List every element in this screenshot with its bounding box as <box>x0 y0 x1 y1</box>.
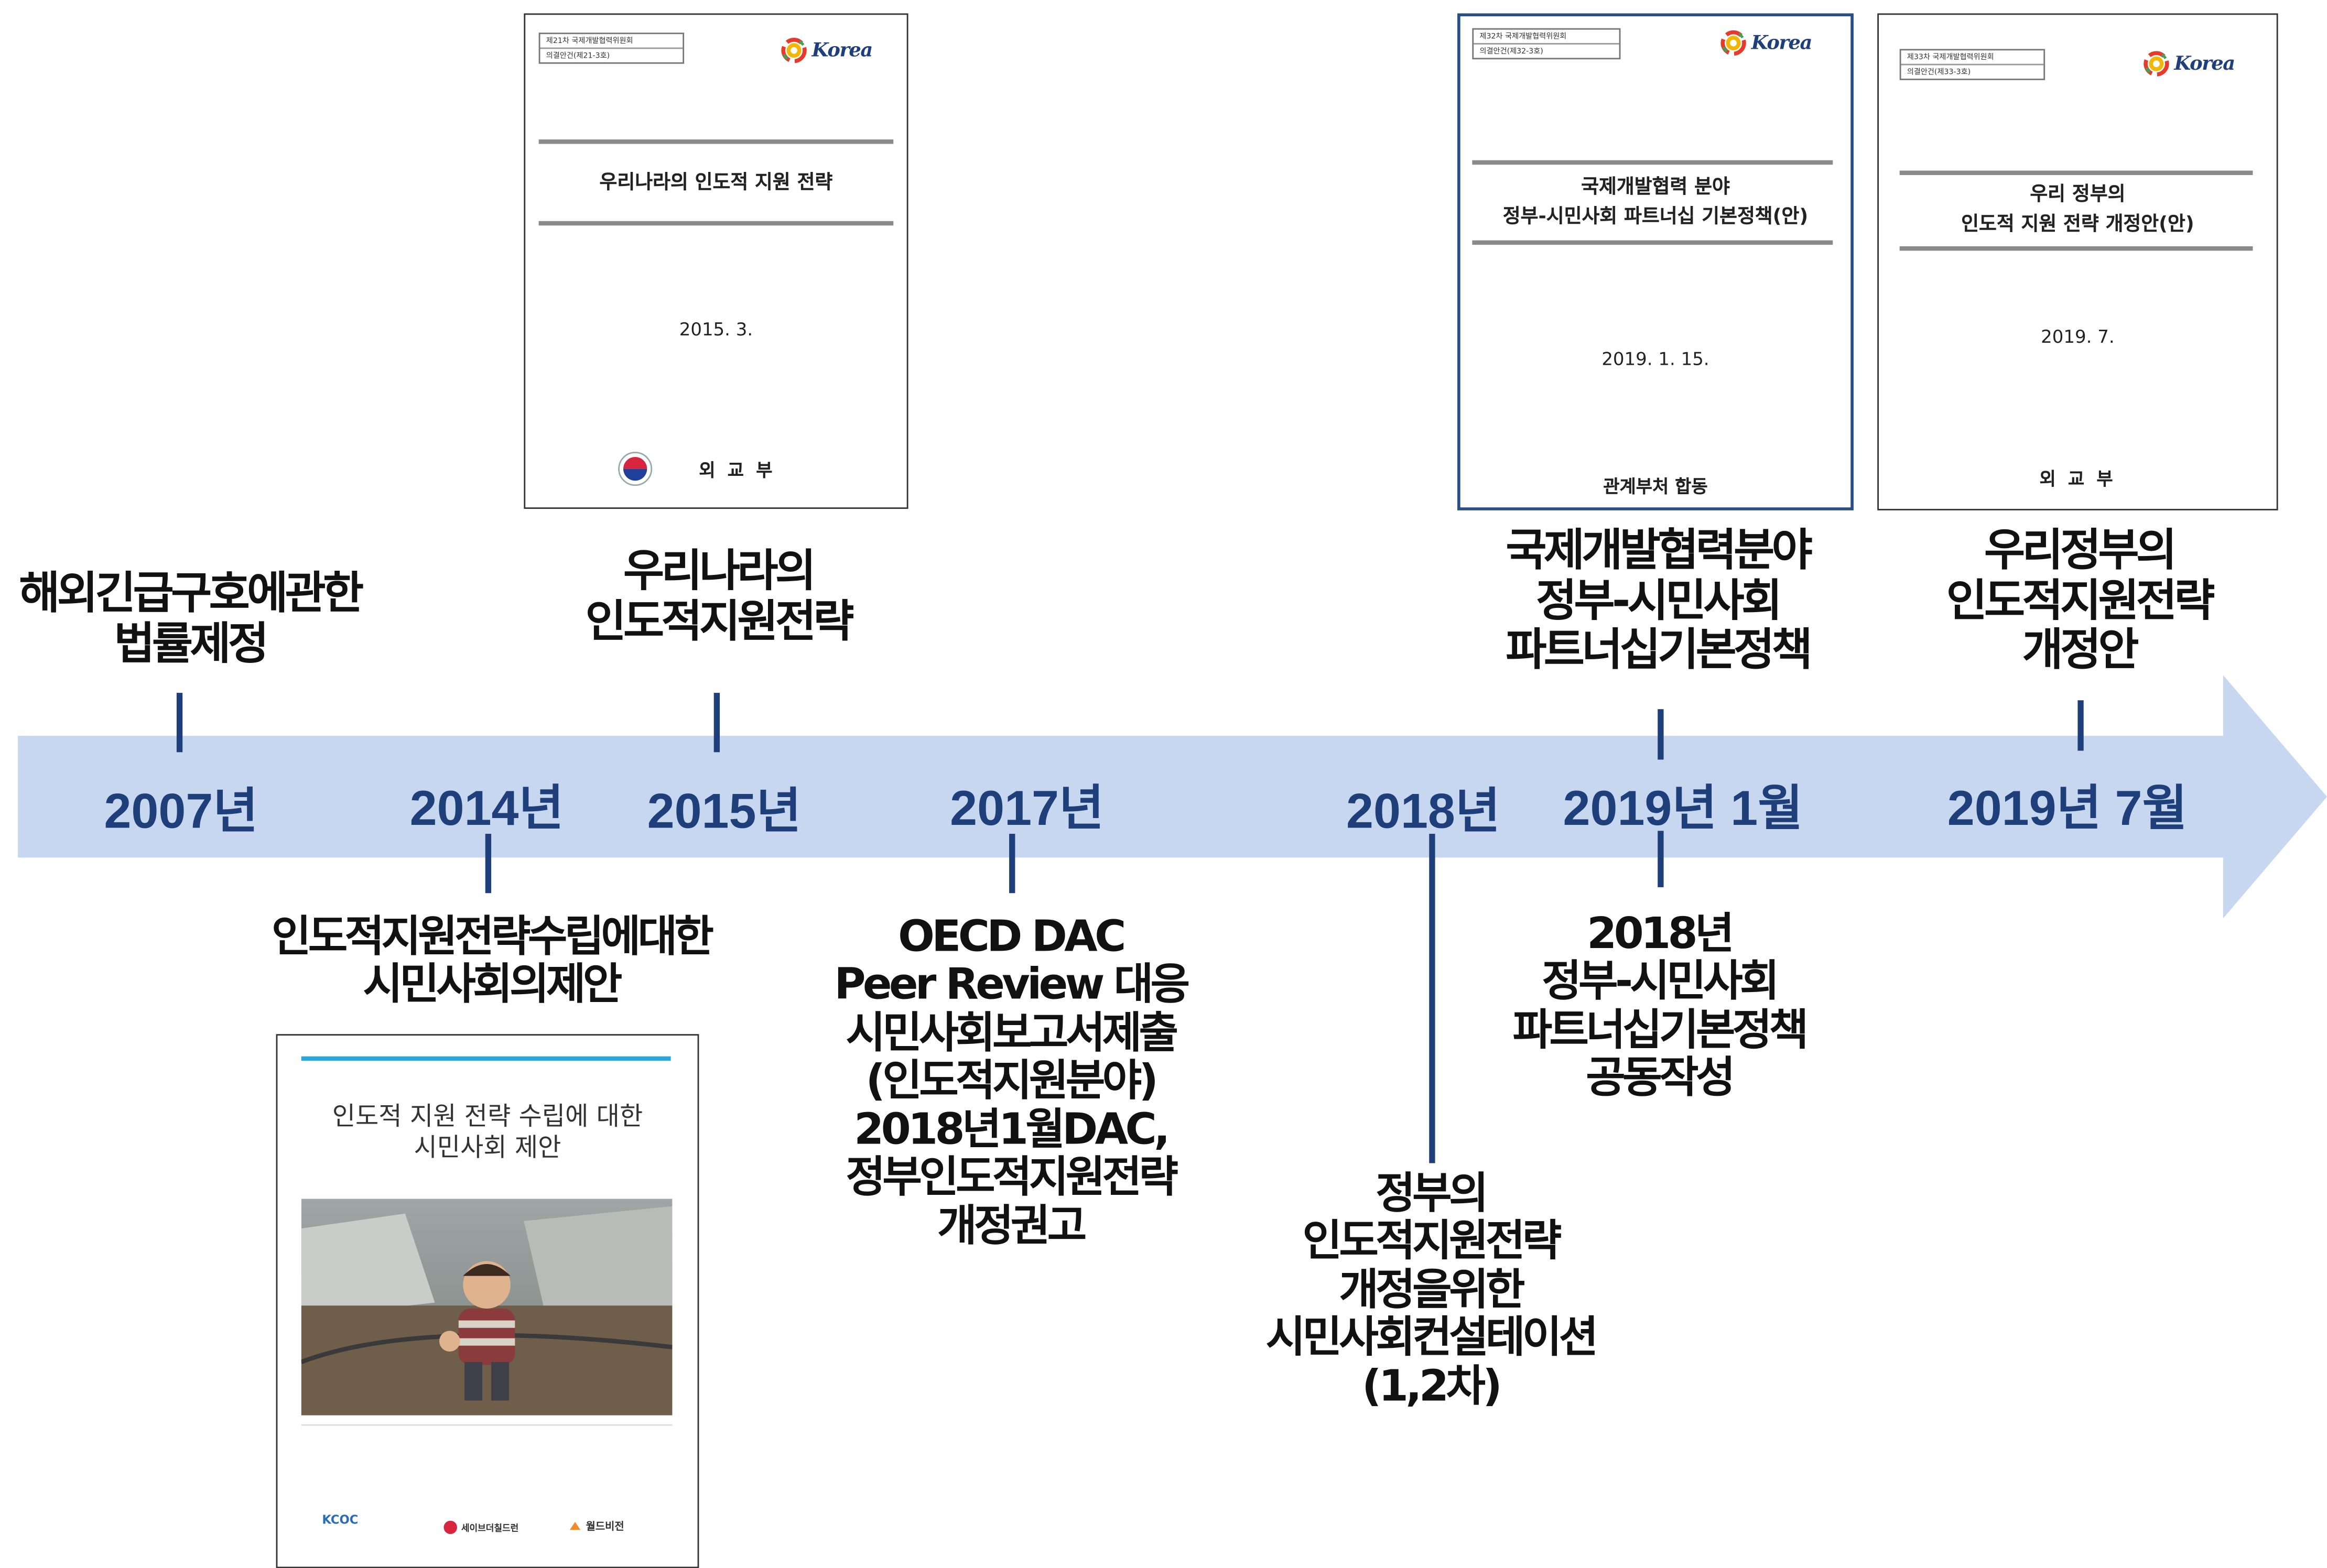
year-2019-07: 2019년 7월 <box>1947 780 2188 835</box>
year-2019-01: 2019년 1월 <box>1563 780 1803 835</box>
tick-2014 <box>485 834 492 894</box>
world-vision-logo: 월드비전 <box>568 1519 624 1534</box>
title-rule-bottom <box>1899 246 2253 251</box>
korea-logo: Korea <box>781 37 873 64</box>
tick-2019-01-bottom <box>1658 831 1664 887</box>
year-2014: 2014년 <box>409 780 564 835</box>
year-2017: 2017년 <box>950 780 1104 835</box>
tick-2017 <box>1009 834 1015 894</box>
tick-2015 <box>713 693 720 753</box>
document-date: 2015. 3. <box>679 319 753 340</box>
title-rule-top <box>538 139 894 144</box>
korea-logo: Korea <box>1720 30 1812 57</box>
document-issuer: 외 교 부 <box>699 460 776 481</box>
year-2007: 2007년 <box>104 783 258 839</box>
korea-swirl-icon <box>781 38 807 63</box>
korea-logo: Korea <box>2143 50 2235 77</box>
title-rule-bottom <box>1472 240 1833 245</box>
tick-2019-07 <box>2077 700 2084 751</box>
title-rule-top <box>1472 160 1833 165</box>
cover-accent-bar <box>301 1056 671 1061</box>
document-issuer: 관계부처 합동 <box>1603 476 1708 497</box>
kcoc-logo: KCOC <box>322 1513 359 1527</box>
tick-2018 <box>1429 834 1435 1163</box>
korea-swirl-icon <box>1720 30 1746 56</box>
photo-caption <box>301 1424 673 1455</box>
child-photo <box>301 1199 673 1415</box>
title-rule-bottom <box>538 221 894 226</box>
title-rule-top <box>1899 170 2253 176</box>
year-2018: 2018년 <box>1346 783 1500 839</box>
year-2015: 2015년 <box>647 783 802 839</box>
document-issuer: 외 교 부 <box>2039 469 2116 490</box>
world-vision-icon <box>569 1522 581 1530</box>
save-the-children-logo: 세이브더칠드런 <box>443 1520 518 1534</box>
document-date: 2019. 7. <box>2041 326 2115 347</box>
save-the-children-icon <box>443 1520 457 1534</box>
tick-2019-01-top <box>1658 709 1664 760</box>
document-date: 2019. 1. 15. <box>1601 349 1709 369</box>
government-emblem-icon <box>618 452 653 486</box>
korea-swirl-icon <box>2144 51 2169 77</box>
tick-2007 <box>176 693 183 753</box>
document-title: 우리나라의 인도적 지원 전략 <box>599 172 833 194</box>
